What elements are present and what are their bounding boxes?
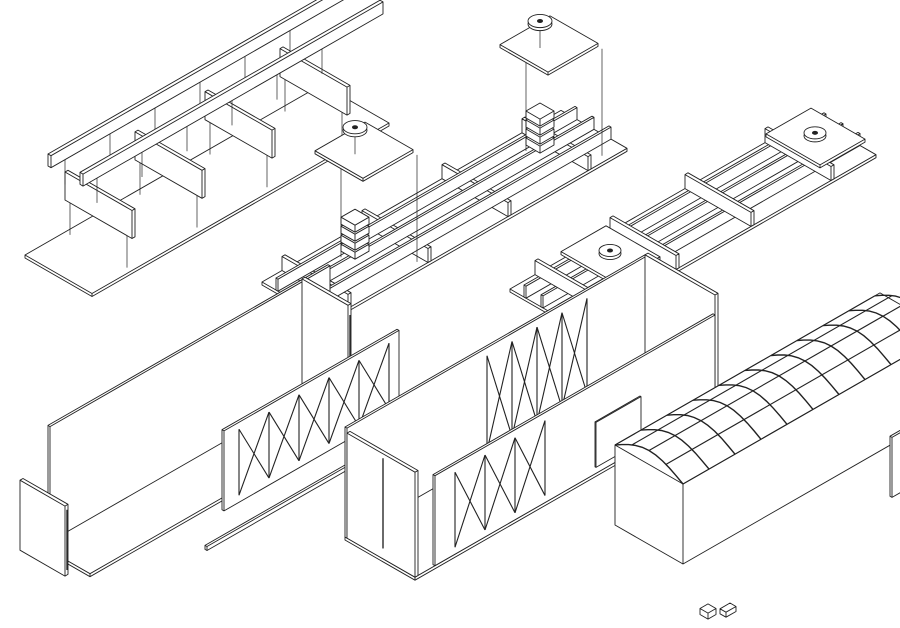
roof-purlin (666, 315, 900, 464)
floor-plate (25, 85, 389, 297)
cross-member (65, 170, 135, 238)
rear-side-bracing (537, 327, 562, 408)
front-side-wall (222, 329, 399, 511)
front-side-bracing (515, 438, 545, 496)
roof-purlin (615, 296, 875, 445)
coupler-part (720, 603, 736, 617)
roof-rib (875, 295, 900, 335)
door-panel-exploded (890, 405, 900, 498)
bolster-stack-right (526, 103, 554, 126)
side-bracing (299, 395, 329, 444)
underframe-floor-exploded-view (25, 0, 389, 297)
body-framing-view (345, 253, 718, 580)
chassis-assembled-view (510, 108, 876, 330)
rear-side-bracing (487, 356, 512, 437)
bolster-plate (315, 122, 413, 181)
front-side-bracing (485, 455, 515, 513)
side-bracing (329, 378, 359, 427)
side-bracing (359, 360, 389, 409)
cross-member (685, 173, 754, 227)
roof-framing-exploded-view (615, 293, 900, 619)
roof-purlin (649, 301, 900, 450)
cross-member (205, 90, 275, 158)
near-end-wall (20, 479, 68, 577)
front-side-bracing (455, 472, 485, 530)
solebar-front (80, 0, 383, 186)
body-sides-exploded-view (20, 265, 399, 577)
pivot-hole-icon (353, 126, 358, 129)
rear-side-bracing (512, 341, 537, 422)
chassis-with-bolster-stacks-exploded-view (262, 14, 627, 322)
pivot-hole-icon (813, 131, 818, 134)
side-bracing (269, 412, 299, 461)
pivot-hole-icon (538, 20, 543, 23)
cross-member (280, 47, 350, 115)
solebar-rear (48, 0, 351, 168)
rear-side-bracing (562, 313, 587, 394)
side-bracing (239, 429, 269, 478)
bolster-plate (500, 16, 598, 75)
coupler-part (700, 604, 716, 619)
pivot-hole-icon (608, 249, 613, 252)
roof-purlin (632, 296, 892, 445)
